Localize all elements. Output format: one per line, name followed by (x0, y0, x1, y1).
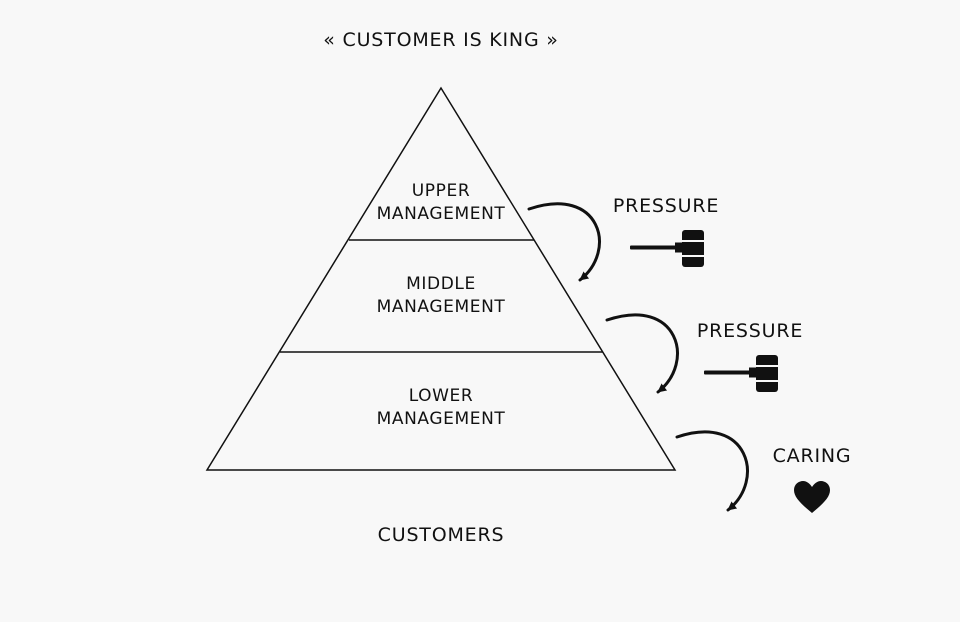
tier-label-upper: UPPER MANAGEMENT (341, 180, 541, 226)
tier-label-middle: MIDDLE MANAGEMENT (341, 273, 541, 319)
gavel-icon (630, 230, 704, 267)
heart-icon (794, 481, 830, 513)
tier-label-lower: LOWER MANAGEMENT (341, 385, 541, 431)
tier-label-line: MIDDLE (406, 274, 476, 294)
tier-label-line: MANAGEMENT (376, 204, 506, 224)
flow-label-pressure: PRESSURE (612, 195, 720, 217)
caring-arrow (675, 430, 749, 512)
gavel-icon (704, 355, 778, 392)
tier-label-line: UPPER (411, 181, 471, 201)
pressure-arrow-1 (527, 202, 601, 282)
tier-label-line: LOWER (408, 386, 474, 406)
pressure-arrow-2 (605, 313, 679, 394)
tier-label-line: MANAGEMENT (376, 409, 506, 429)
base-label: CUSTOMERS (377, 524, 505, 546)
tier-label-line: MANAGEMENT (376, 297, 506, 317)
flow-label-caring: CARING (772, 445, 852, 467)
diagram-title: « CUSTOMER IS KING » (323, 29, 559, 51)
flow-label-pressure: PRESSURE (696, 320, 804, 342)
pyramid-outline (205, 86, 677, 471)
